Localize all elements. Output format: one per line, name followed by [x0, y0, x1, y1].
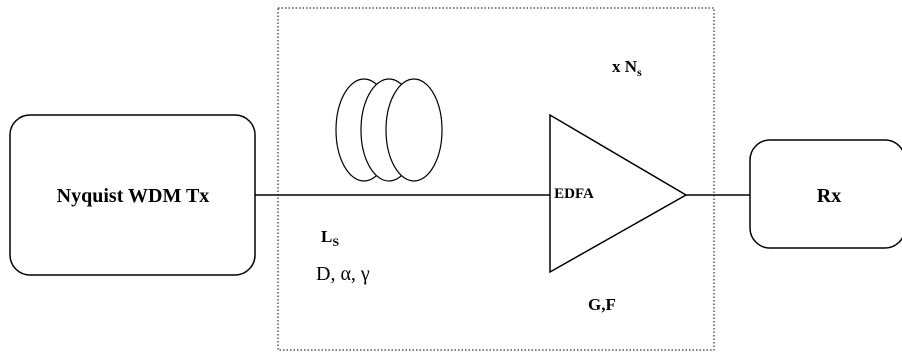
span-length-subscript: S [332, 235, 340, 249]
transmitter-label: Nyquist WDM Tx [56, 185, 210, 207]
span-length-label: LS [321, 227, 339, 248]
span-length-main: L [321, 227, 333, 246]
receiver-block [749, 139, 902, 249]
fiber-coil-icon [335, 78, 443, 182]
amplifier-label: EDFA [554, 186, 594, 202]
span-count-subscript: s [637, 65, 642, 79]
fiber-params-label: D, α, γ [316, 263, 370, 285]
span-repeat-box [277, 7, 715, 351]
span-count-label: x Ns [612, 57, 642, 78]
amplifier-params-label: G,F [588, 295, 616, 314]
amplifier-triangle-icon [549, 113, 688, 274]
receiver-label: Rx [816, 185, 842, 207]
span-count-prefix: x N [612, 57, 638, 76]
